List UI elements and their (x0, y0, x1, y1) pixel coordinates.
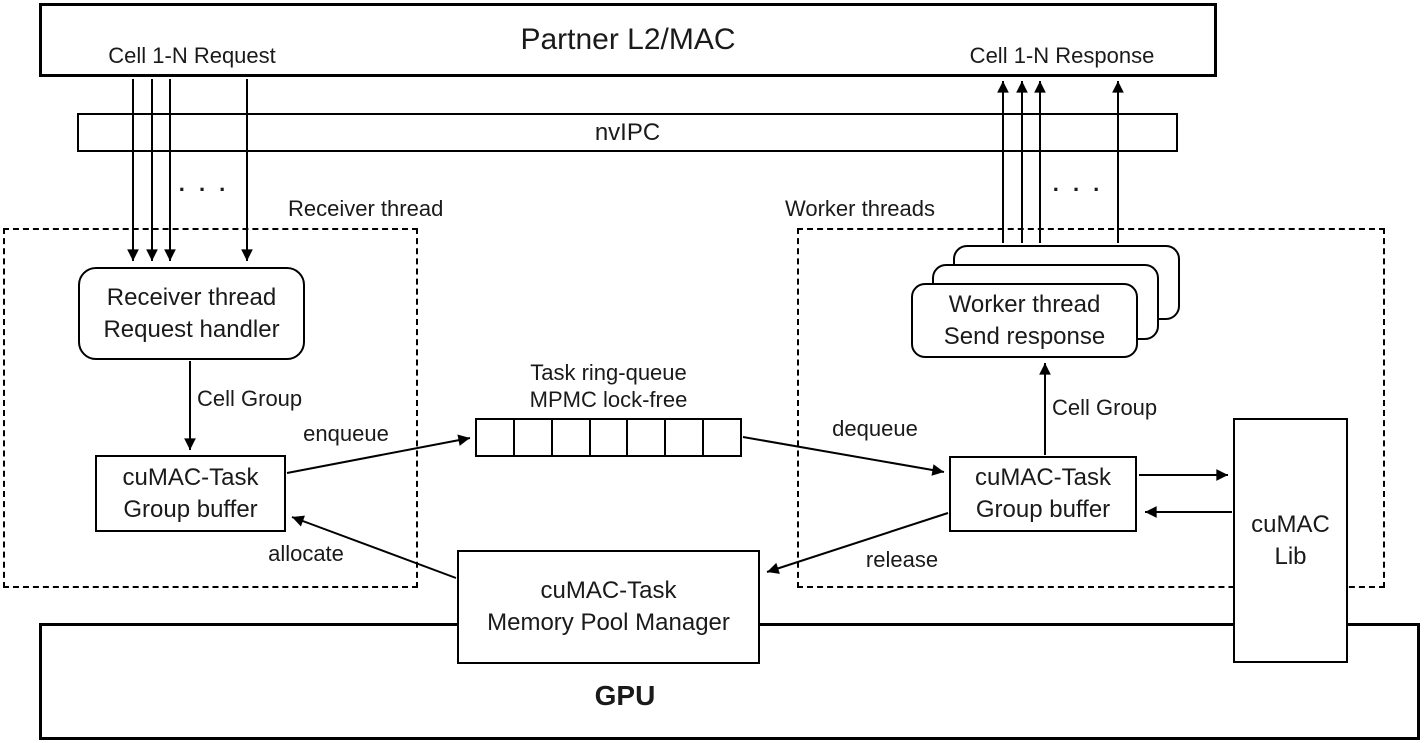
cell-request-label: Cell 1-N Request (108, 43, 276, 68)
ring-queue-title-line1: Task ring-queue (530, 360, 687, 385)
left-group-buffer-line1: cuMAC-Task (122, 463, 259, 491)
allocate-label: allocate (268, 541, 344, 566)
left-group-buffer-box: cuMAC-Task Group buffer (95, 455, 286, 532)
worker-thread-box-front: Worker thread Send response (911, 283, 1138, 358)
cumac-lib-line1: cuMAC (1251, 510, 1330, 538)
right-group-buffer-line1: cuMAC-Task (974, 464, 1112, 491)
worker-thread-line1: Worker thread (948, 290, 1101, 318)
receiver-handler-line2: Request handler (103, 315, 280, 343)
receiver-thread-region-label: Receiver thread (288, 196, 444, 221)
ring-queue-cell (704, 420, 740, 455)
nvipc-bar: nvIPC (77, 113, 1178, 152)
release-label: release (865, 547, 939, 572)
partner-l2-mac-title: Partner L2/MAC (520, 23, 736, 56)
cumac-lib-line2: Lib (1274, 542, 1307, 570)
cell-group-left-label: Cell Group (197, 386, 303, 411)
worker-thread-line2: Send response (943, 322, 1106, 350)
memory-pool-line2: Memory Pool Manager (487, 609, 730, 636)
ring-queue-cells (475, 418, 742, 457)
receiver-thread-region (3, 228, 418, 588)
worker-threads-region-label: Worker threads (785, 196, 935, 221)
request-lines-ellipsis: . . . (178, 171, 230, 196)
ring-queue-title: Task ring-queue MPMC lock-free (475, 359, 742, 413)
enqueue-label: enqueue (303, 421, 389, 446)
dequeue-label: dequeue (832, 416, 918, 441)
nvipc-label: nvIPC (594, 118, 661, 146)
partner-l2-mac-box: Partner L2/MAC (39, 3, 1217, 77)
ring-queue-cell (553, 420, 591, 455)
ring-queue-title-line2: MPMC lock-free (529, 387, 688, 412)
response-lines-ellipsis: . . . (1052, 171, 1104, 196)
ring-queue-cell (477, 420, 515, 455)
receiver-handler-line1: Receiver thread (106, 283, 277, 311)
ring-queue-cell (666, 420, 705, 455)
receiver-handler-box: Receiver thread Request handler (78, 267, 305, 360)
ring-queue-cell (628, 420, 667, 455)
right-group-buffer-line2: Group buffer (975, 496, 1111, 523)
left-group-buffer-line2: Group buffer (123, 495, 258, 523)
ring-queue-cell (515, 420, 553, 455)
cell-response-label: Cell 1-N Response (969, 43, 1155, 68)
gpu-label: GPU (594, 680, 656, 711)
worker-threads-region (797, 228, 1385, 588)
cumac-lib-box: cuMAC Lib (1233, 418, 1348, 663)
memory-pool-line1: cuMAC-Task (540, 577, 677, 604)
memory-pool-manager-box: cuMAC-Task Memory Pool Manager (457, 550, 760, 664)
right-group-buffer-box: cuMAC-Task Group buffer (949, 456, 1137, 532)
ring-queue-cell (591, 420, 629, 455)
cell-group-right-label: Cell Group (1052, 395, 1158, 420)
